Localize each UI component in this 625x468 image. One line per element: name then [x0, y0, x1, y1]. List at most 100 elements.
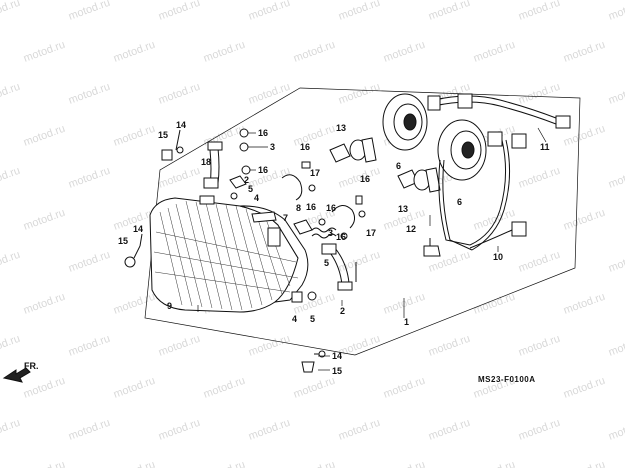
watermark-text: motod.ru [22, 123, 67, 149]
callout-15: 15 [332, 366, 342, 376]
watermark-text: motod.ru [607, 417, 625, 443]
watermark-text: motod.ru [0, 81, 22, 107]
leader-lines [197, 127, 547, 371]
bulb-lower [397, 167, 441, 193]
watermark-text: motod.ru [607, 249, 625, 275]
watermark-text: motod.ru [292, 459, 337, 468]
dust-cover-lower [437, 119, 487, 181]
wire-harness [423, 93, 571, 257]
bottom-screw [301, 350, 326, 373]
watermark-text: motod.ru [0, 165, 22, 191]
watermark-text: motod.ru [112, 375, 157, 401]
callout-3: 3 [270, 142, 275, 152]
watermark-text: motod.ru [562, 459, 607, 468]
callout-16: 16 [326, 203, 336, 213]
watermark-text: motod.ru [112, 459, 157, 468]
dust-cover-upper [382, 93, 428, 151]
callout-14: 14 [332, 351, 342, 361]
watermark-text: motod.ru [517, 249, 562, 275]
watermark-text: motod.ru [382, 375, 427, 401]
watermark-text: motod.ru [472, 459, 517, 468]
watermark-text: motod.ru [382, 39, 427, 65]
watermark-text: motod.ru [247, 81, 292, 107]
callout-2: 2 [340, 306, 345, 316]
watermark-text: motod.ru [247, 165, 292, 191]
callout-labels: 1 2 2 3 3 4 4 5 5 5 6 6 7 8 9 10 11 12 1… [118, 120, 550, 376]
watermark-text: motod.ru [292, 123, 337, 149]
callout-16: 16 [360, 174, 370, 184]
watermark-text: motod.ru [67, 0, 112, 23]
callout-10: 10 [493, 252, 503, 262]
callout-6: 6 [457, 197, 462, 207]
watermark-text: motod.ru [0, 0, 22, 23]
watermark-text: motod.ru [472, 291, 517, 317]
watermark-text: motod.ru [67, 333, 112, 359]
watermark-text: motod.ru [67, 417, 112, 443]
watermark-text: motod.ru [22, 291, 67, 317]
watermark-text: motod.ru [562, 39, 607, 65]
watermark-text: motod.ru [67, 165, 112, 191]
watermark-text: motod.ru [247, 417, 292, 443]
callout-1: 1 [404, 317, 409, 327]
callout-4: 4 [254, 193, 259, 203]
watermark-text: motod.ru [112, 123, 157, 149]
callout-13: 13 [336, 123, 346, 133]
callout-16: 16 [306, 202, 316, 212]
callout-6: 6 [396, 161, 401, 171]
callout-15: 15 [158, 130, 168, 140]
callout-14: 14 [176, 120, 186, 130]
watermark-text: motod.ru [517, 333, 562, 359]
watermark-text: motod.ru [607, 333, 625, 359]
callout-5: 5 [310, 314, 315, 324]
callout-16: 16 [336, 232, 346, 242]
front-arrow-icon [2, 367, 31, 383]
watermark-text: motod.ru [292, 375, 337, 401]
headlight-housing [149, 195, 309, 313]
watermark-text: motod.ru [337, 417, 382, 443]
watermark-text: motod.ru [202, 39, 247, 65]
reference-code: MS23-F0100A [478, 375, 536, 384]
watermark-text: motod.ru [22, 207, 67, 233]
watermark-text: motod.ru [337, 0, 382, 23]
watermark-text: motod.ru [472, 207, 517, 233]
callout-7: 7 [283, 213, 288, 223]
callout-12: 12 [406, 224, 416, 234]
watermark-text: motod.ru [427, 417, 472, 443]
watermark-text: motod.ru [562, 207, 607, 233]
watermark-text: motod.ru [562, 375, 607, 401]
bulb-upper [329, 137, 377, 163]
callout-8: 8 [296, 203, 301, 213]
watermark-text: motod.ru [0, 333, 22, 359]
callout-18: 18 [201, 157, 211, 167]
callout-5: 5 [324, 258, 329, 268]
callout-3: 3 [328, 228, 333, 238]
callout-17: 17 [366, 228, 376, 238]
watermark-text: motod.ru [202, 459, 247, 468]
watermark-text: motod.ru [202, 375, 247, 401]
watermark-text: motod.ru [157, 165, 202, 191]
watermark-text: motod.ru [607, 81, 625, 107]
watermark-text: motod.ru [382, 291, 427, 317]
watermark-text: motod.ru [157, 0, 202, 23]
watermark-text: motod.ru [427, 333, 472, 359]
callout-15: 15 [118, 236, 128, 246]
watermark-text: motod.ru [517, 81, 562, 107]
watermark-text: motod.ru [112, 39, 157, 65]
watermark-text: motod.ru [517, 165, 562, 191]
watermark-text: motod.ru [67, 81, 112, 107]
watermark-text: motod.ru [427, 0, 472, 23]
middle-hardware [281, 161, 366, 303]
watermark-text: motod.ru [337, 333, 382, 359]
watermark-text: motod.ru [337, 81, 382, 107]
watermark-text: motod.ru [517, 417, 562, 443]
watermark-text: motod.ru [562, 291, 607, 317]
watermark-text: motod.ru [607, 165, 625, 191]
callout-5: 5 [248, 184, 253, 194]
watermark-text: motod.ru [247, 333, 292, 359]
callout-16: 16 [300, 142, 310, 152]
watermark-text: motod.ru [157, 333, 202, 359]
callout-17: 17 [310, 168, 320, 178]
